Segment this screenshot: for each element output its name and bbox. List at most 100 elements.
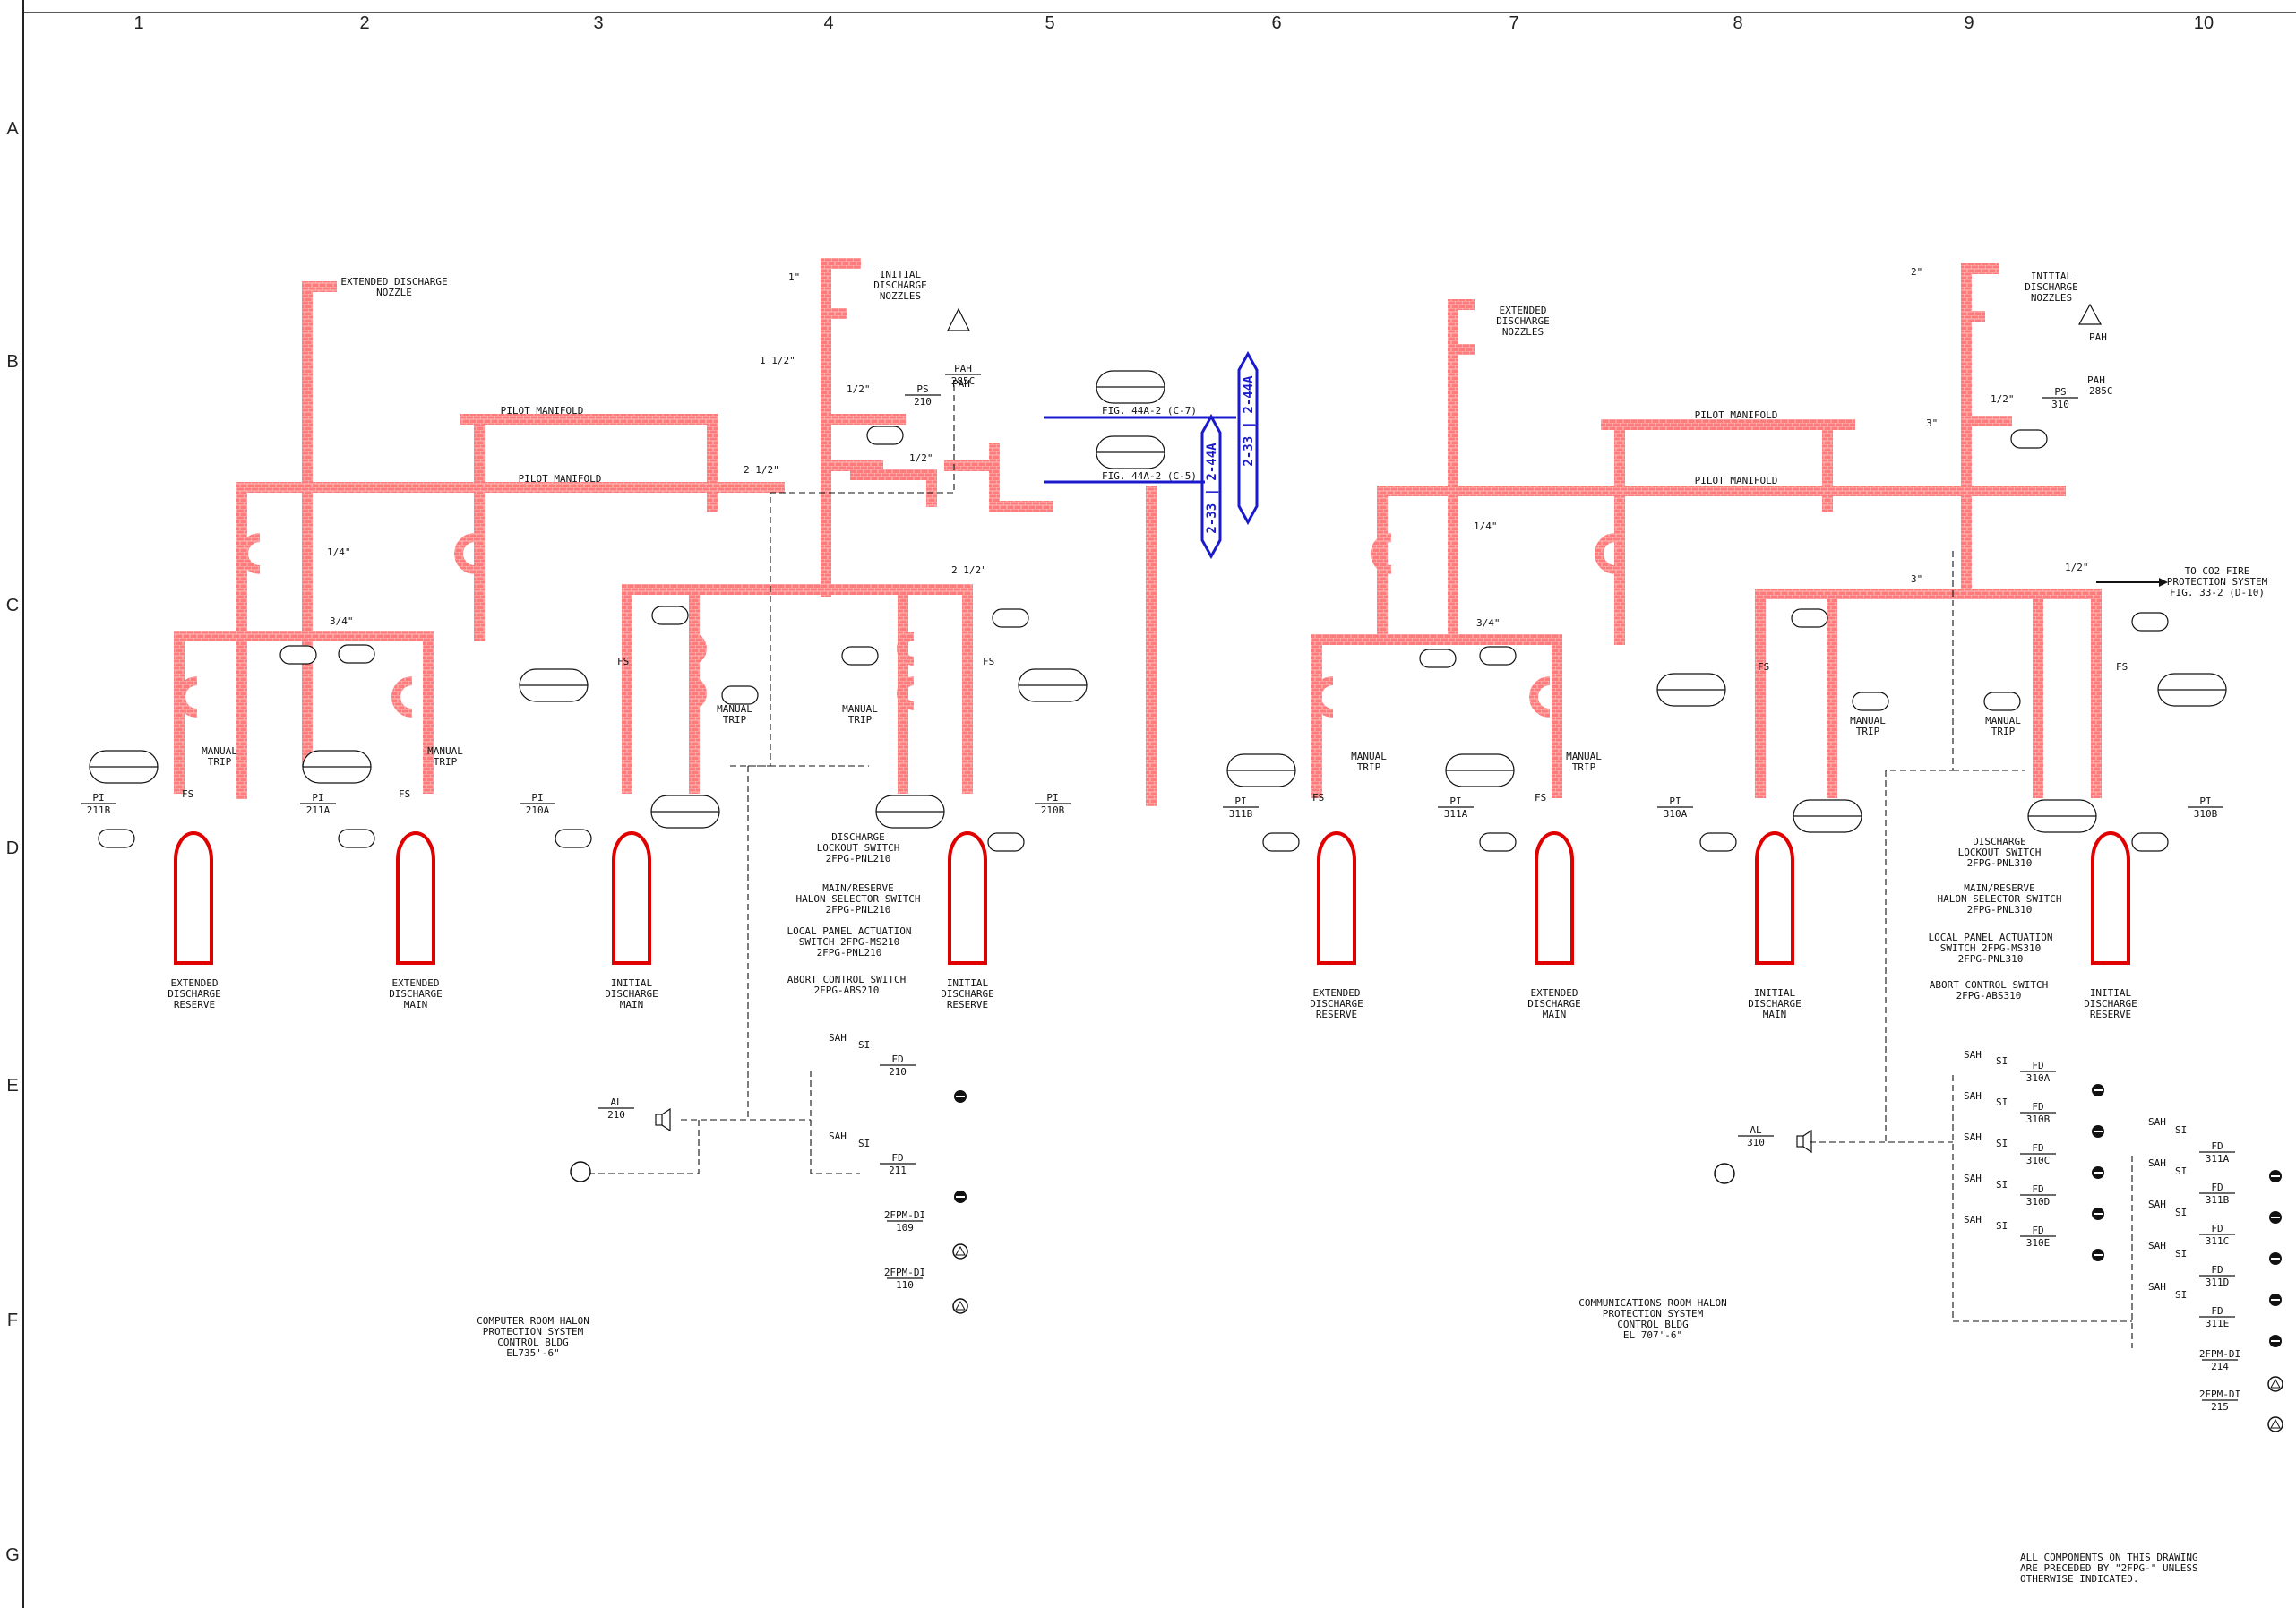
grid-row-B: B xyxy=(6,352,18,372)
right-fpm-214-number: 214 xyxy=(2211,1361,2229,1372)
right-pi-310B-number: 310B xyxy=(2194,808,2218,820)
left-al-type: AL xyxy=(610,1096,623,1108)
right-sah-b: SAH xyxy=(2148,1116,2166,1128)
right-size: 3/4" xyxy=(1476,617,1501,629)
grid-col-8: 8 xyxy=(1733,13,1742,33)
left-sah-1: SAH xyxy=(829,1032,847,1044)
right-pipe-network xyxy=(1146,263,2102,806)
general-note: ALL COMPONENTS ON THIS DRAWING xyxy=(2020,1552,2198,1563)
left-al-speaker-icon xyxy=(655,1114,663,1126)
right-si-b: SI xyxy=(2175,1165,2187,1177)
grid-col-4: 4 xyxy=(823,13,833,33)
right-si-a: SI xyxy=(1996,1179,2008,1191)
right-manual-trip-1: TRIP xyxy=(1572,761,1596,773)
co2-arrowhead xyxy=(2159,578,2168,587)
right-sah-a: SAH xyxy=(1964,1049,1982,1061)
right-fs-1: FS xyxy=(1535,792,1546,804)
right-tank-label-1: EXTENDED xyxy=(1531,987,1578,999)
right-size: 1/4" xyxy=(1474,520,1498,532)
left-extended-nozzle-label: EXTENDED DISCHARGE xyxy=(340,276,447,288)
right-fd-310A-number: 310A xyxy=(2026,1072,2051,1084)
right-fd-310C-type: FD xyxy=(2032,1142,2043,1154)
right-fd-310E-number: 310E xyxy=(2026,1237,2051,1249)
right-tank-label-2: MAIN xyxy=(1763,1009,1787,1020)
left-extended-nozzle-label: NOZZLE xyxy=(376,287,412,298)
right-si-b: SI xyxy=(2175,1248,2187,1260)
right-fd-311A-number: 311A xyxy=(2206,1153,2230,1165)
right-size: 1/2" xyxy=(2065,562,2089,573)
right-co2-label: FIG. 33-2 (D-10) xyxy=(2170,587,2265,598)
right-fd-311E-number: 311E xyxy=(2206,1318,2230,1329)
left-fd-210-type: FD xyxy=(891,1053,903,1065)
right-al-speaker-icon xyxy=(1796,1135,1804,1148)
left-switch-1: HALON SELECTOR SWITCH xyxy=(795,893,920,905)
left-switch-2: LOCAL PANEL ACTUATION xyxy=(787,925,911,937)
left-pi-210A-number: 210A xyxy=(526,804,550,816)
right-switch-3: ABORT CONTROL SWITCH xyxy=(1930,979,2048,991)
right-sah-b: SAH xyxy=(2148,1157,2166,1169)
left-manual-trip-1: TRIP xyxy=(434,756,458,768)
left-size: 1/4" xyxy=(327,546,351,558)
right-extended-nozzles-label: EXTENDED xyxy=(1500,305,1547,316)
left-hoses xyxy=(176,533,915,718)
right-fd-310A-type: FD xyxy=(2032,1060,2043,1071)
right-switch-0: 2FPG-PNL310 xyxy=(1967,857,2033,869)
right-bubble-13-bubble xyxy=(2131,612,2169,632)
right-sah-a: SAH xyxy=(1964,1214,1982,1225)
right-switch-3: 2FPG-ABS310 xyxy=(1956,990,2022,1002)
tank-extended-main-r xyxy=(1535,831,1574,965)
left-bubble-26-bubble xyxy=(841,646,879,666)
right-pah-triangle xyxy=(2077,303,2103,325)
right-fd-310B-type: FD xyxy=(2032,1101,2043,1113)
left-manual-trip-0: MANUAL xyxy=(202,745,237,757)
left-fpm-109-type: 2FPM-DI xyxy=(884,1209,925,1221)
right-fpm-215-type: 2FPM-DI xyxy=(2199,1389,2240,1400)
tank-initial-reserve-r xyxy=(2091,831,2130,965)
left-tank-label-1: EXTENDED xyxy=(392,977,440,989)
right-control-wiring xyxy=(1810,551,2133,1348)
left-size: 1/2" xyxy=(847,383,871,395)
left-fd-210-number: 210 xyxy=(889,1066,907,1078)
left-initial-nozzles-label: DISCHARGE xyxy=(873,279,927,291)
left-bubble-4-bubble xyxy=(992,608,1029,628)
left-size: 1/2" xyxy=(909,452,933,464)
right-switch-2: 2FPG-PNL310 xyxy=(1958,953,2024,965)
left-pah-2: PAH xyxy=(952,378,970,390)
left-tank-label-0: EXTENDED xyxy=(171,977,219,989)
right-switch-2: SWITCH 2FPG-MS310 xyxy=(1940,942,2042,954)
left-fs-1: FS xyxy=(399,788,410,800)
left-initial-nozzles-label: NOZZLES xyxy=(880,290,921,302)
right-fd-311E-type: FD xyxy=(2211,1305,2223,1317)
right-manual-trip-2: MANUAL xyxy=(1850,715,1886,727)
left-sah-2: SAH xyxy=(829,1131,847,1142)
right-tank-label-0: RESERVE xyxy=(1316,1009,1357,1020)
right-fpm-215-number: 215 xyxy=(2211,1401,2229,1413)
left-pi-211B-type: PI xyxy=(92,792,104,804)
left-bubble-8-bubble xyxy=(987,832,1025,852)
right-fd-311C-type: FD xyxy=(2211,1223,2223,1234)
right-tank-label-3: INITIAL xyxy=(2090,987,2132,999)
symbol-icons xyxy=(81,303,2283,1432)
left-pilot-manifold-lower: PILOT MANIFOLD xyxy=(519,473,602,485)
left-switch-1: MAIN/RESERVE xyxy=(822,882,893,894)
right-tank-label-1: MAIN xyxy=(1543,1009,1567,1020)
left-pi-210B-number: 210B xyxy=(1041,804,1065,816)
right-manual-trip-2: TRIP xyxy=(1856,726,1880,737)
right-switch-0: LOCKOUT SWITCH xyxy=(1958,847,2042,858)
right-fs-2: FS xyxy=(1758,661,1769,673)
left-pah-triangle xyxy=(947,307,970,331)
grid-col-3: 3 xyxy=(593,13,603,33)
left-system-title: PROTECTION SYSTEM xyxy=(483,1326,584,1337)
right-pilot-manifold-upper: PILOT MANIFOLD xyxy=(1695,409,1778,421)
left-dmpf-22a-ref: FIG. 44A-2 (C-7) xyxy=(1102,405,1197,417)
left-bubble-1-bubble xyxy=(279,645,317,665)
right-pi-311B-number: 311B xyxy=(1229,808,1253,820)
right-bubble-12-bubble xyxy=(1791,608,1828,628)
left-system-title: EL735'-6" xyxy=(506,1347,560,1359)
grid-col-2: 2 xyxy=(359,13,369,33)
right-switch-1: 2FPG-PNL310 xyxy=(1967,904,2033,916)
tank-initial-main-r xyxy=(1755,831,1794,965)
right-extended-nozzles-label: NOZZLES xyxy=(1502,326,1544,338)
